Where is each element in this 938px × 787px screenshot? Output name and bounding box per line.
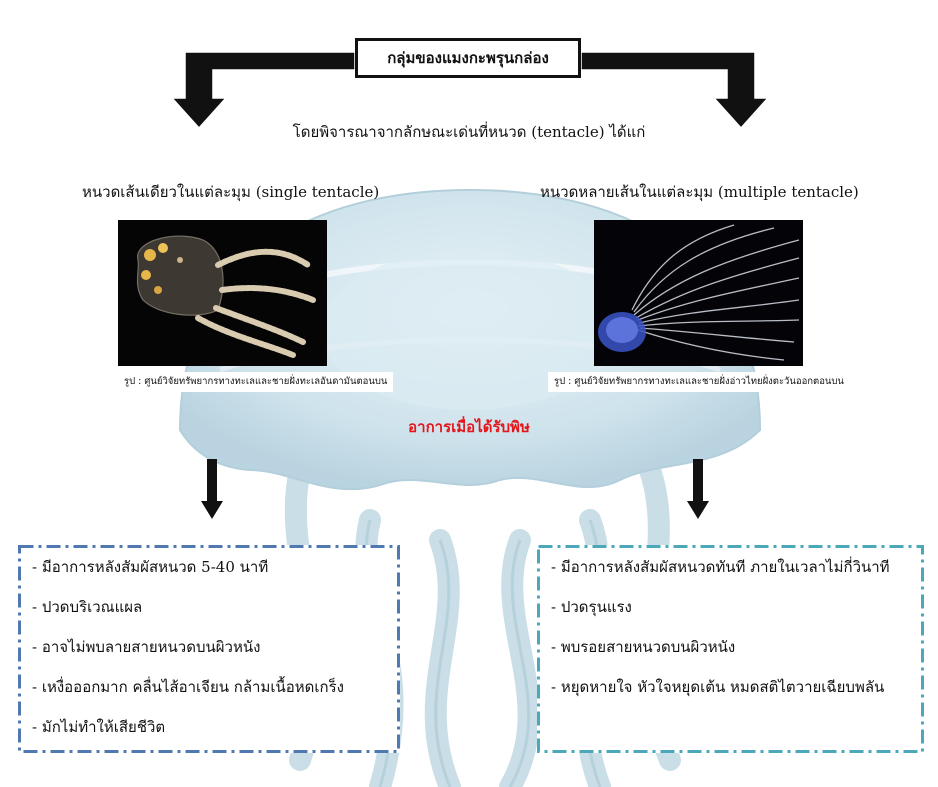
diagram-title: กลุ่มของแมงกะพรุนกล่อง — [355, 38, 581, 78]
arrow-down-right-icon — [687, 459, 709, 519]
left-symptom-item: - อาจไม่พบลายสายหนวดบนผิวหนัง — [32, 638, 261, 656]
left-photo-caption: รูป : ศูนย์วิจัยทรัพยากรทางทะเลและชายฝั่… — [118, 372, 394, 393]
right-photo-caption: รูป : ศูนย์วิจัยทรัพยากรทางทะเลและชายฝั่… — [548, 372, 850, 393]
elbow-arrow-right-icon — [580, 51, 770, 130]
arrow-down-left-icon — [201, 459, 223, 519]
middle-arrows — [201, 459, 709, 519]
left-symptom-item: - มีอาการหลังสัมผัสหนวด 5-40 นาที — [32, 558, 269, 576]
right-box-border — [537, 545, 924, 753]
right-symptom-item: - มีอาการหลังสัมผัสหนวดทันที ภายในเวลาไม… — [551, 558, 890, 576]
right-symptom-item: - ปวดรุนแรง — [551, 598, 632, 616]
symptoms-title: อาการเมื่อได้รับพิษ — [408, 418, 530, 436]
left-symptom-list: - มีอาการหลังสัมผัสหนวด 5-40 นาที - ปวดบ… — [32, 557, 386, 737]
left-symptom-item: - เหงื่อออกมาก คลื่นไส้อาเจียน กล้ามเนื้… — [32, 678, 344, 696]
top-elbow-arrows — [170, 51, 770, 130]
right-symptom-list: - มีอาการหลังสัมผัสหนวดทันที ภายในเวลาไม… — [551, 557, 910, 697]
single-tentacle-symptoms-box: - มีอาการหลังสัมผัสหนวด 5-40 นาที - ปวดบ… — [18, 545, 400, 753]
diagram-title-text: กลุ่มของแมงกะพรุนกล่อง — [387, 49, 549, 67]
right-heading: หนวดหลายเส้นในแต่ละมุม (multiple tentacl… — [540, 183, 859, 201]
right-symptom-item: - พบรอยสายหนวดบนผิวหนัง — [551, 638, 736, 656]
left-symptom-item: - มักไม่ทำให้เสียชีวิต — [32, 718, 166, 736]
single-tentacle-jellyfish-photo — [118, 220, 327, 366]
elbow-arrow-left-icon — [170, 51, 356, 130]
multiple-tentacle-jellyfish-photo — [594, 220, 803, 366]
left-heading: หนวดเส้นเดียวในแต่ละมุม (single tentacle… — [82, 183, 380, 201]
multiple-tentacle-symptoms-box: - มีอาการหลังสัมผัสหนวดทันที ภายในเวลาไม… — [537, 545, 924, 753]
left-box-border — [18, 545, 400, 753]
left-symptom-item: - ปวดบริเวณแผล — [32, 598, 143, 616]
diagram-subtitle: โดยพิจารณาจากลักษณะเด่นที่หนวด (tentacle… — [292, 123, 646, 141]
right-symptom-item: - หยุดหายใจ หัวใจหยุดเต้น หมดสติไตวายเฉี… — [551, 678, 885, 696]
